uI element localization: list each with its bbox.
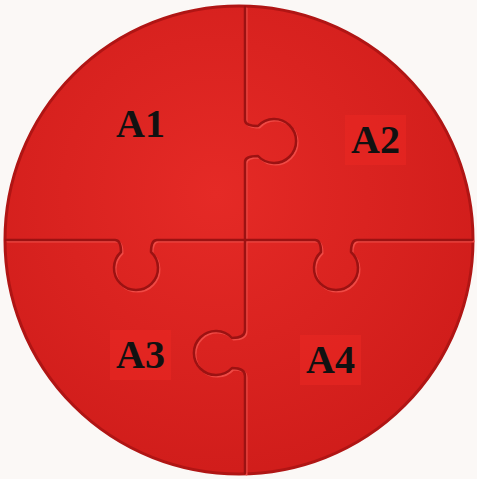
- puzzle-piece: A1: [110, 99, 171, 149]
- puzzle-piece: A3: [110, 330, 171, 380]
- piece-label: A4: [306, 337, 355, 383]
- piece-label: A3: [116, 332, 165, 378]
- puzzle-seams: [6, 7, 472, 473]
- piece-label: A2: [351, 117, 400, 163]
- piece-label: A1: [116, 101, 165, 147]
- puzzle-piece: A4: [300, 335, 361, 385]
- puzzle-piece: A2: [345, 115, 406, 165]
- puzzle-disc: [5, 6, 473, 474]
